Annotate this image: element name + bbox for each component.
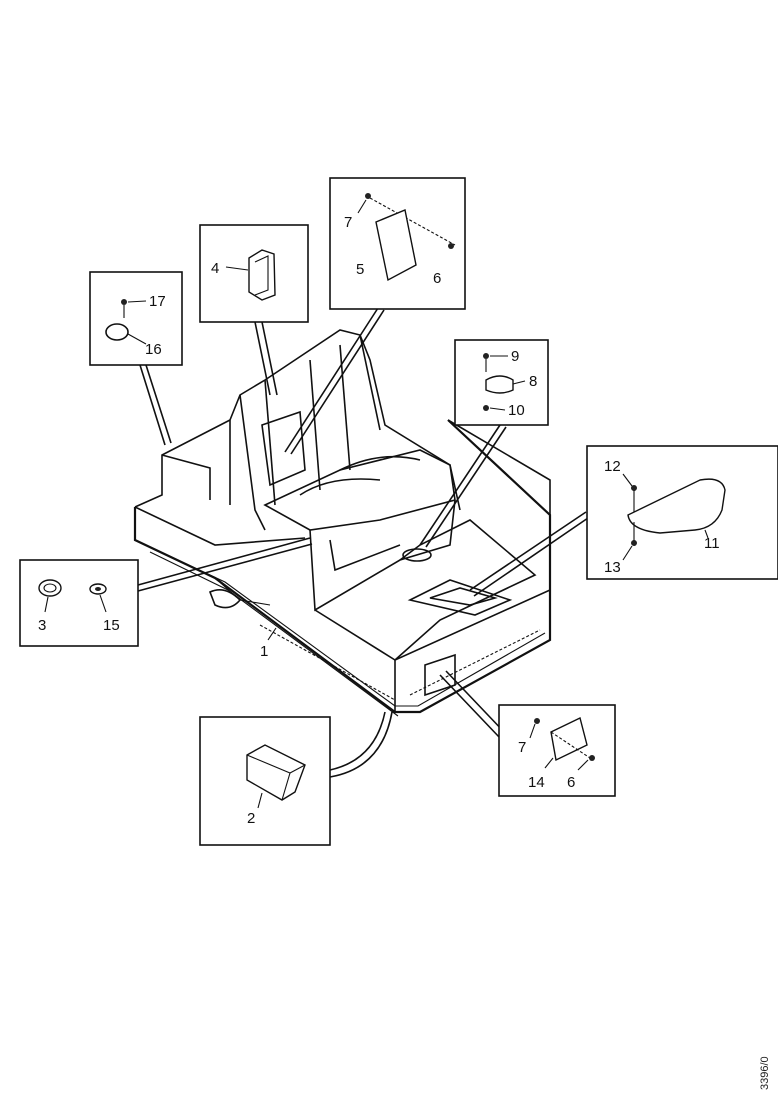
leader-lines	[137, 307, 589, 778]
callout-14: 14	[528, 774, 545, 791]
console-body	[133, 329, 552, 717]
callout-17: 17	[149, 293, 166, 310]
drawing-code: 3396/0	[759, 1056, 771, 1090]
callout-6a: 6	[433, 270, 441, 287]
callout-1-leader	[267, 627, 277, 641]
inset-box-11-12-13: 12 13 11	[586, 445, 778, 580]
callout-7b: 7	[518, 739, 526, 756]
callout-5: 5	[356, 261, 364, 278]
callout-13: 13	[604, 559, 621, 576]
callout-10: 10	[508, 402, 525, 419]
callout-7a: 7	[344, 214, 352, 231]
callout-3: 3	[38, 617, 46, 634]
inset-box-5-6-7: 7 5 6	[329, 177, 466, 310]
callout-16: 16	[145, 341, 162, 358]
inset-box-16-17: 17 16	[89, 271, 183, 366]
inset-box-4: 4	[199, 224, 309, 323]
callout-9: 9	[511, 348, 519, 365]
inset-box-6-7-14: 7 14 6	[498, 704, 616, 797]
callout-15: 15	[103, 617, 120, 634]
inset-box-3-15: 3 15	[19, 559, 139, 647]
callout-4: 4	[211, 260, 219, 277]
callout-11: 11	[704, 535, 720, 552]
callout-12: 12	[604, 458, 621, 475]
inset-box-2: 2	[199, 716, 331, 846]
callout-1: 1	[260, 643, 268, 660]
callout-6b: 6	[567, 774, 575, 791]
callout-8: 8	[529, 373, 537, 390]
inset-box-8-9-10: 9 8 10	[454, 339, 549, 426]
callout-2: 2	[247, 810, 255, 827]
